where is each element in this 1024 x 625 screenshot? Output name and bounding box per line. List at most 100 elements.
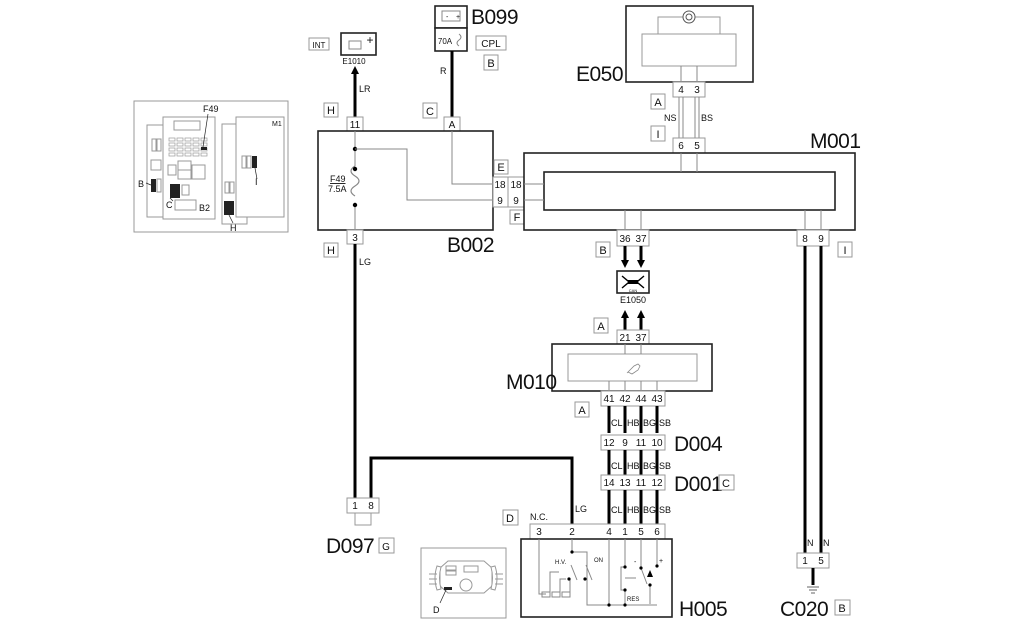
tag-h-top: H — [327, 105, 335, 117]
pin-36: 36 — [619, 234, 631, 245]
component-e050: E050 4 3 NS BS A I 6 5 — [576, 5, 754, 154]
switch-circuit-icon — [538, 539, 658, 606]
component-d097: LG 1 8 D097 G — [326, 456, 587, 558]
label-res: RES — [627, 597, 639, 603]
pin-h005-2: 2 — [569, 527, 575, 538]
fuse-70a: 70A — [438, 37, 453, 46]
fuse-label-f49: F49 — [330, 174, 346, 184]
wire-sb: SB — [659, 505, 671, 515]
pin-h005-3: 3 — [536, 527, 542, 538]
wire-hb: HB — [627, 505, 640, 515]
pin-d001-11: 11 — [636, 478, 647, 489]
connector-d001 — [600, 474, 666, 491]
tag-cpl: CPL — [481, 39, 501, 50]
battery-plus-icon: + — [366, 33, 373, 47]
pin-43: 43 — [651, 394, 663, 405]
label-e050: E050 — [576, 63, 623, 86]
pin-41: 41 — [603, 394, 615, 405]
arrow-up-icon — [621, 310, 629, 318]
tag-a-m010-top: A — [597, 321, 605, 333]
tag-i-e050: I — [656, 129, 659, 141]
battery-minus-icon: - — [446, 14, 449, 21]
wire-bs: BS — [701, 113, 713, 123]
pin-d001-13: 13 — [619, 478, 631, 489]
label-h005: H005 — [679, 598, 727, 621]
fusebox-locator: F49 M1 B C B2 H I — [133, 100, 289, 233]
ground-icon — [807, 586, 819, 594]
pin-d001-14: 14 — [603, 478, 615, 489]
label-b002: B002 — [447, 234, 494, 257]
wire-r: R — [440, 66, 447, 76]
component-b002: 11 A F49 7.5A 3 H B002 18 9 18 9 E F LG — [317, 116, 525, 498]
label-m010: M010 — [506, 371, 557, 394]
tag-b-c020: B — [838, 603, 845, 615]
gauge-icon — [682, 10, 696, 24]
tag-a-e050: A — [654, 97, 662, 109]
pin-37: 37 — [635, 234, 647, 245]
pin-42: 42 — [619, 394, 631, 405]
wire-lg-h005: LG — [575, 504, 587, 514]
pin-21: 21 — [619, 333, 631, 344]
tag-int: INT — [313, 41, 326, 50]
pin-h005-6: 6 — [654, 527, 660, 538]
wire-n-2: N — [823, 538, 830, 548]
arrow-up-icon — [637, 310, 645, 318]
tag-h-bottom: H — [327, 245, 335, 257]
pin-11: 11 — [350, 120, 361, 131]
label-hv: H.V. — [555, 560, 566, 566]
pin-h005-4: 4 — [606, 527, 612, 538]
pin-c020-5: 5 — [818, 556, 824, 567]
pin-c020-1: 1 — [802, 556, 808, 567]
wire-ns: NS — [664, 113, 677, 123]
pin-8: 8 — [802, 234, 808, 245]
component-e1010: INT + E1010 LR H — [308, 32, 377, 118]
locator-label-h: H — [230, 223, 237, 233]
pin-a: A — [449, 120, 456, 131]
locator-label-d: D — [433, 605, 440, 615]
battery-plus-icon: + — [456, 14, 460, 21]
label-on: ON — [594, 558, 603, 564]
pin-5: 5 — [694, 141, 700, 152]
arrow-down-icon — [621, 260, 629, 268]
pin-18-right: 18 — [510, 180, 522, 191]
pin-d004-12: 12 — [603, 438, 615, 449]
label-d001: D001 — [674, 473, 722, 496]
label-d004: D004 — [674, 433, 723, 456]
wire-n-1: N — [807, 538, 814, 548]
label-e1050: E1050 — [620, 295, 646, 305]
pin-4: 4 — [678, 85, 684, 96]
component-m001: M001 36 37 B 8 9 I — [523, 130, 861, 553]
locator-label-c: C — [166, 200, 173, 210]
label-d097: D097 — [326, 535, 374, 558]
pin-9-left: 9 — [497, 196, 503, 207]
connector-d004 — [600, 434, 666, 451]
wire-hb: HB — [627, 418, 640, 428]
pin-h005-5: 5 — [638, 527, 644, 538]
pin-d004-11: 11 — [636, 438, 647, 449]
pin-44: 44 — [635, 394, 647, 405]
wire-bg: BG — [643, 418, 656, 428]
pin-3: 3 — [694, 85, 700, 96]
locator-label-b2: B2 — [199, 203, 210, 213]
tag-e: E — [497, 162, 504, 174]
pin-37-m010: 37 — [635, 333, 647, 344]
tag-d: D — [506, 513, 514, 525]
wire-hb: HB — [627, 461, 640, 471]
component-m010: A 21 37 M010 41 42 44 43 A — [506, 317, 713, 418]
tag-f: F — [514, 212, 521, 224]
pin-9: 9 — [818, 234, 824, 245]
component-e1050: CAN E1050 — [616, 270, 650, 330]
pin-d004-9: 9 — [622, 438, 628, 449]
pin-d004-10: 10 — [651, 438, 663, 449]
component-c020: N N 1 5 C020 B — [780, 538, 851, 621]
tag-a-m010-bottom: A — [578, 405, 586, 417]
pin-6: 6 — [678, 141, 684, 152]
tag-b-m001: B — [599, 245, 606, 257]
can-sublabel: CAN — [629, 288, 638, 293]
pin-h005-1: 1 — [622, 527, 628, 538]
label-m001: M001 — [810, 130, 861, 153]
component-h005: D N.C. 3 2 4 1 5 6 — [502, 509, 728, 621]
label-b099: B099 — [471, 6, 518, 29]
tag-i-m001: I — [843, 245, 846, 257]
